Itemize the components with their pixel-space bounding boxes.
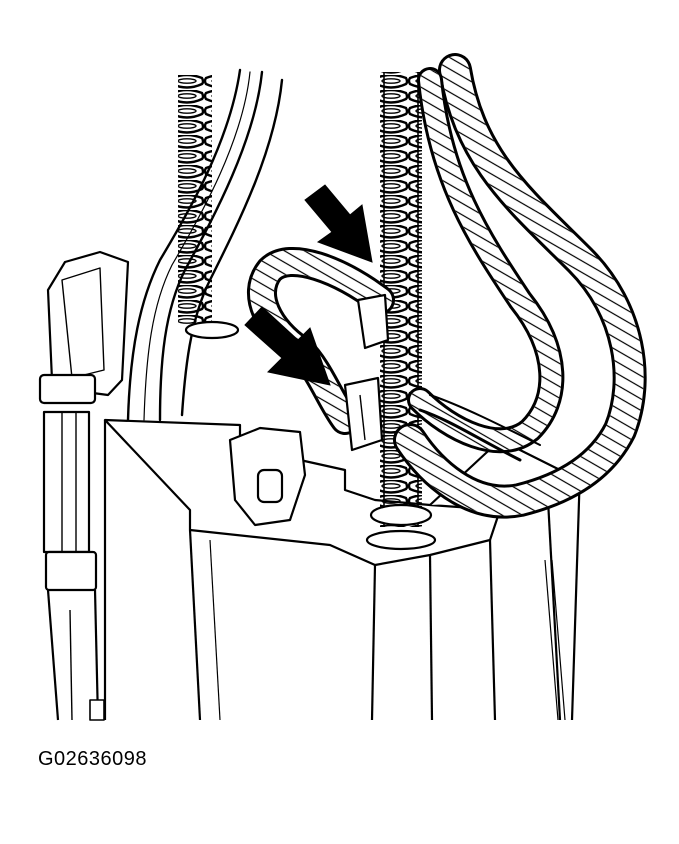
arrow-upper	[304, 184, 373, 263]
wiring-harness	[247, 53, 647, 519]
fuel-hose	[126, 68, 284, 422]
spring-seat	[184, 320, 437, 551]
figure-id-label: G02636098	[38, 748, 148, 770]
callout-arrows	[244, 184, 373, 386]
electrical-connectors	[343, 293, 390, 452]
rear-coil-spring	[178, 75, 212, 325]
arrow-lower	[244, 306, 331, 386]
mounting-bracket	[38, 250, 130, 721]
module-housing	[103, 418, 582, 721]
fuel-pump-module-illustration	[38, 53, 647, 721]
